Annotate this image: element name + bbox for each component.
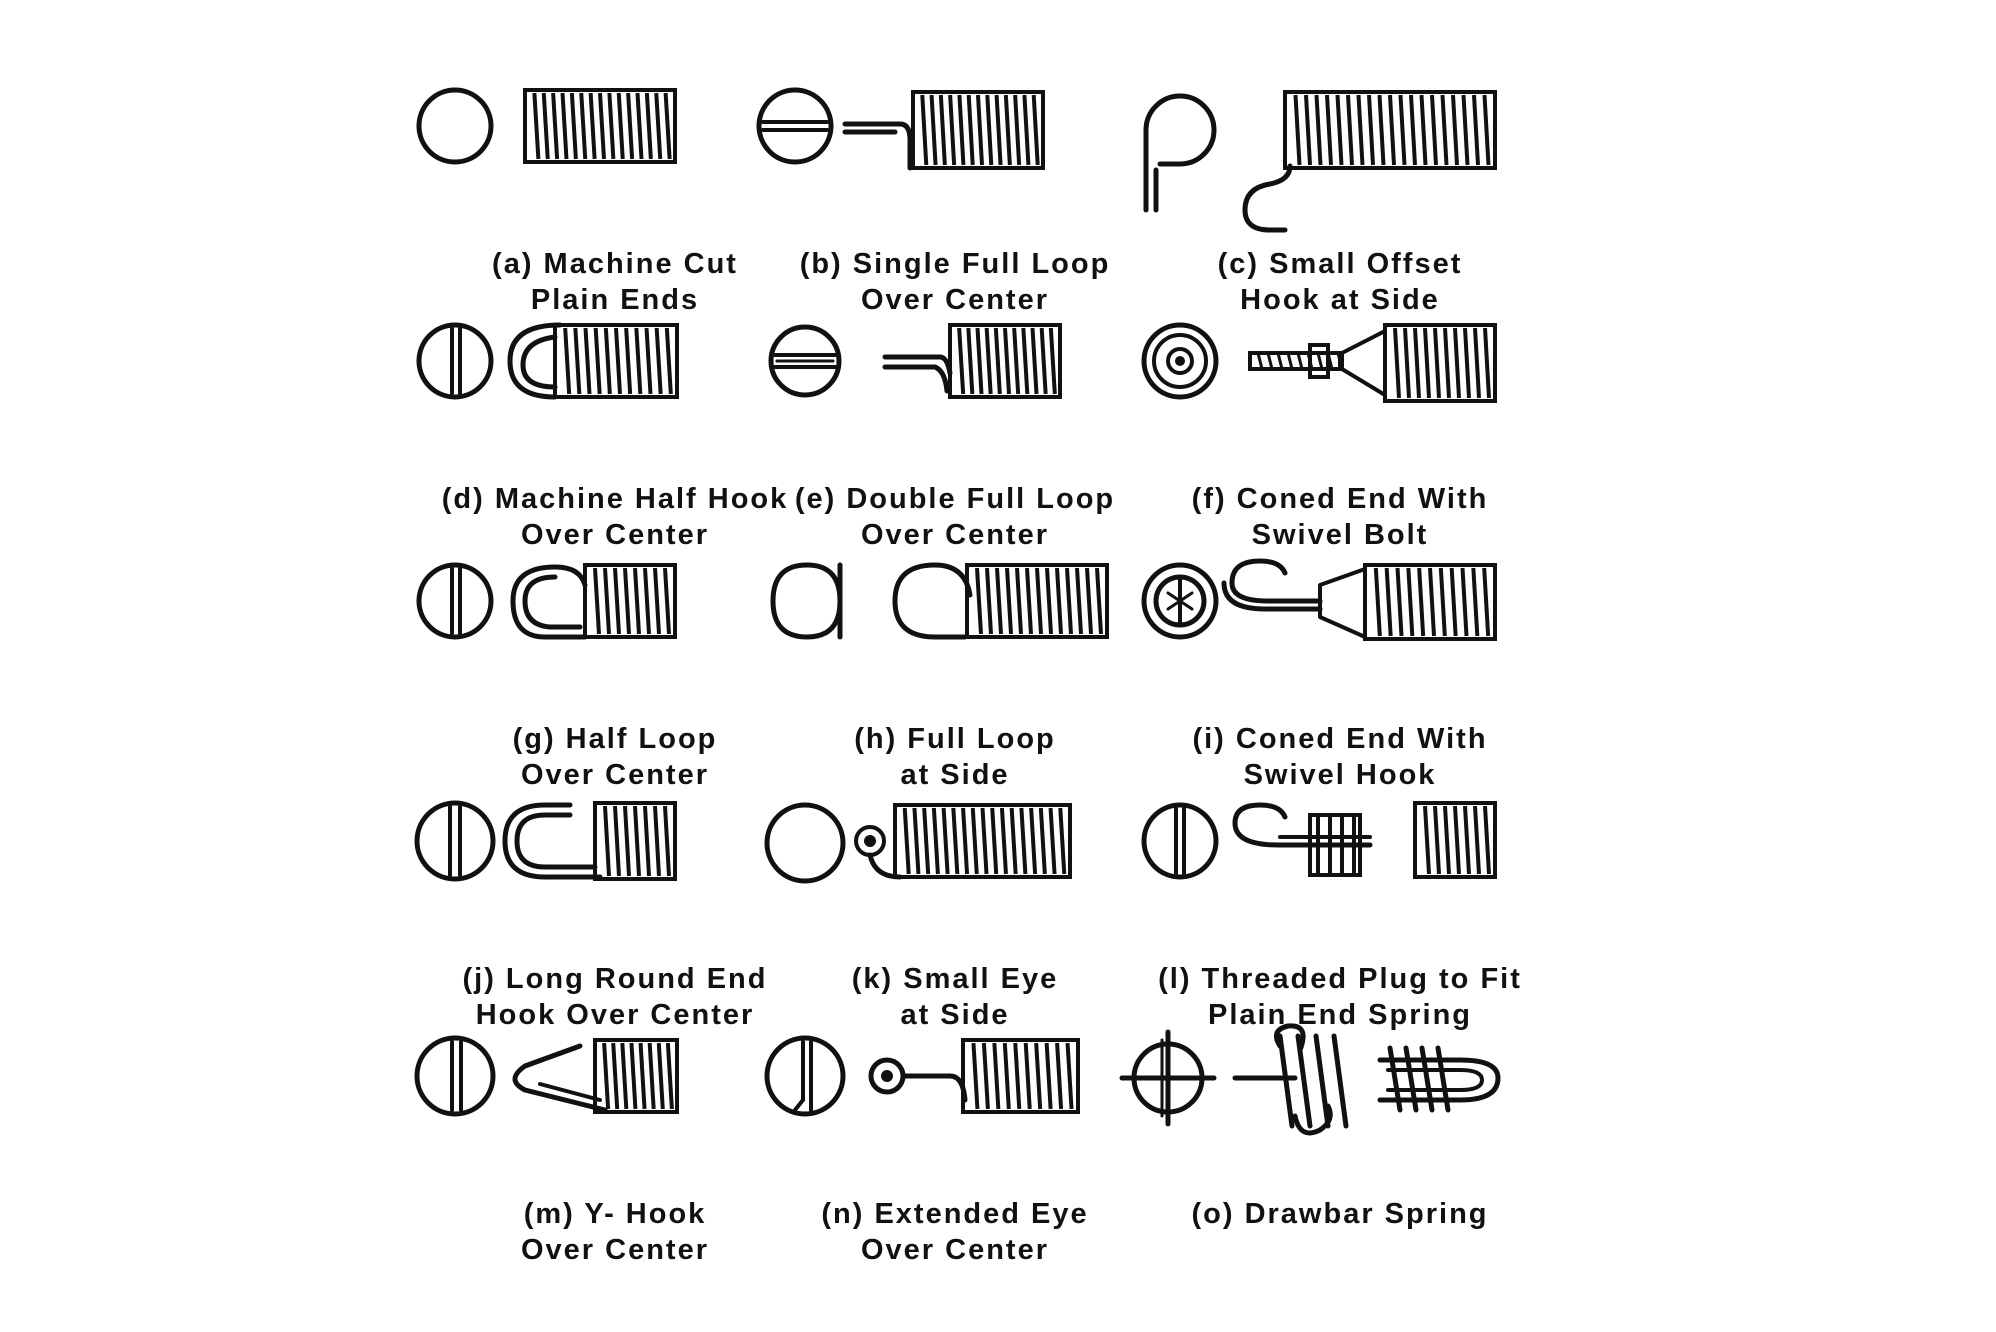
caption-line: Hook Over Center: [475, 999, 755, 1031]
coned-end-with-swivel-bolt-icon: [1120, 305, 1560, 465]
caption-line: Swivel Bolt: [1251, 519, 1429, 551]
caption-line: at Side: [900, 759, 1010, 791]
spring-end-o: (o) Drawbar Spring: [1120, 1020, 1560, 1256]
caption-line: Over Center: [860, 1234, 1049, 1266]
coned-end-with-swivel-hook-icon: [1120, 545, 1560, 705]
caption-line: Over Center: [860, 284, 1049, 316]
spring-end-caption: (o) Drawbar Spring: [1120, 1196, 1560, 1232]
caption-line: at Side: [900, 999, 1010, 1031]
caption-line: Over Center: [520, 1234, 709, 1266]
y-hook-over-center-icon: [395, 1020, 835, 1180]
long-round-end-hook-over-center-icon: [395, 785, 835, 945]
caption-line: Swivel Hook: [1243, 759, 1437, 791]
caption-line: (b) Single Full Loop: [799, 248, 1111, 280]
caption-line: (a) Machine Cut: [492, 248, 738, 280]
caption-line: (m) Y- Hook: [523, 1198, 707, 1230]
caption-line: (l) Threaded Plug to Fit: [1158, 963, 1522, 995]
caption-line: (i) Coned End With: [1192, 723, 1488, 755]
spring-end-caption: (h) Full Loop at Side: [735, 721, 1175, 793]
machine-half-hook-over-center-icon: [395, 305, 835, 465]
machine-cut-plain-ends-icon: [395, 70, 835, 230]
caption-line: (c) Small Offset: [1217, 248, 1463, 280]
spring-end-caption: (k) Small Eye at Side: [735, 961, 1175, 1033]
caption-line: (e) Double Full Loop: [794, 483, 1116, 515]
caption-line: (o) Drawbar Spring: [1191, 1198, 1489, 1230]
threaded-plug-to-fit-plain-end-spring-icon: [1120, 785, 1560, 945]
caption-line: Plain Ends: [530, 284, 700, 316]
caption-line: (d) Machine Half Hook: [441, 483, 789, 515]
single-full-loop-over-center-icon: [735, 70, 1175, 230]
caption-line: (n) Extended Eye: [821, 1198, 1089, 1230]
caption-line: (g) Half Loop: [512, 723, 718, 755]
caption-line: (f) Coned End With: [1191, 483, 1489, 515]
caption-line: Over Center: [520, 519, 709, 551]
caption-line: (j) Long Round End: [462, 963, 768, 995]
spring-end-h: (h) Full Loop at Side: [735, 545, 1175, 791]
caption-line: Plain End Spring: [1207, 999, 1472, 1031]
caption-line: Over Center: [860, 519, 1049, 551]
drawbar-spring-icon: [1120, 1020, 1560, 1180]
caption-line: Over Center: [520, 759, 709, 791]
double-full-loop-over-center-icon: [735, 305, 1175, 465]
extended-eye-over-center-icon: [735, 1020, 1175, 1180]
caption-line: Hook at Side: [1240, 284, 1440, 316]
spring-end-k: (k) Small Eye at Side: [735, 785, 1175, 1031]
small-offset-hook-at-side-icon: [1120, 70, 1560, 230]
caption-line: (h) Full Loop: [854, 723, 1056, 755]
small-eye-at-side-icon: [735, 785, 1175, 945]
half-loop-over-center-icon: [395, 545, 835, 705]
full-loop-at-side-icon: [735, 545, 1175, 705]
caption-line: (k) Small Eye: [851, 963, 1059, 995]
